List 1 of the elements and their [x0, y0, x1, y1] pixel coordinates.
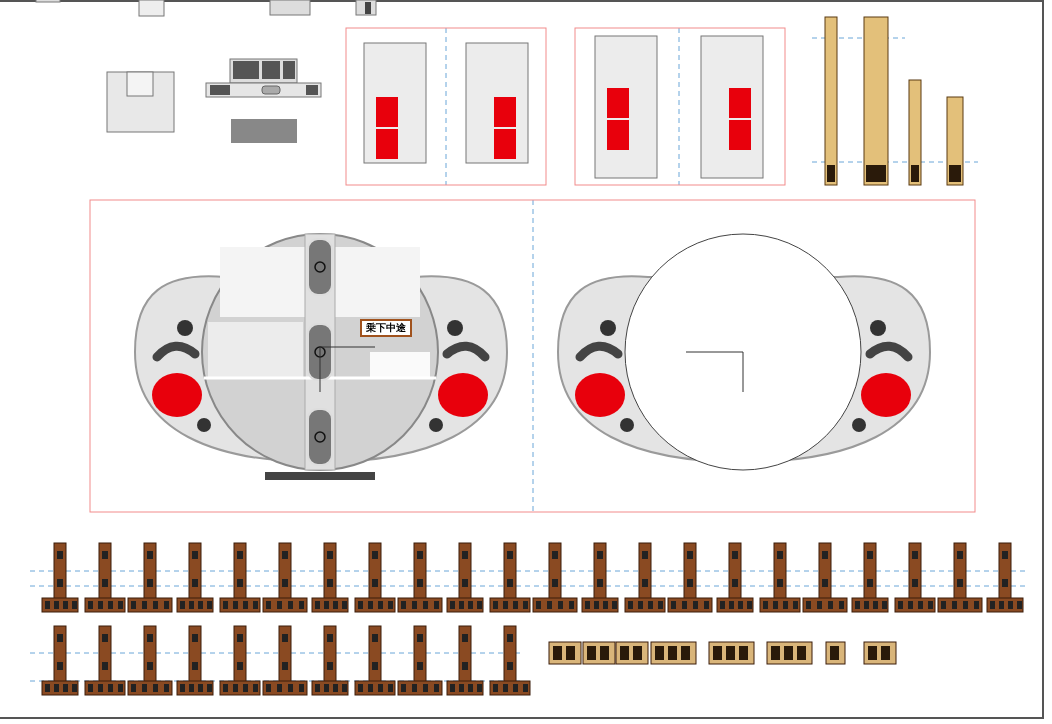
sign-plate: 乗下中途 — [360, 319, 412, 337]
